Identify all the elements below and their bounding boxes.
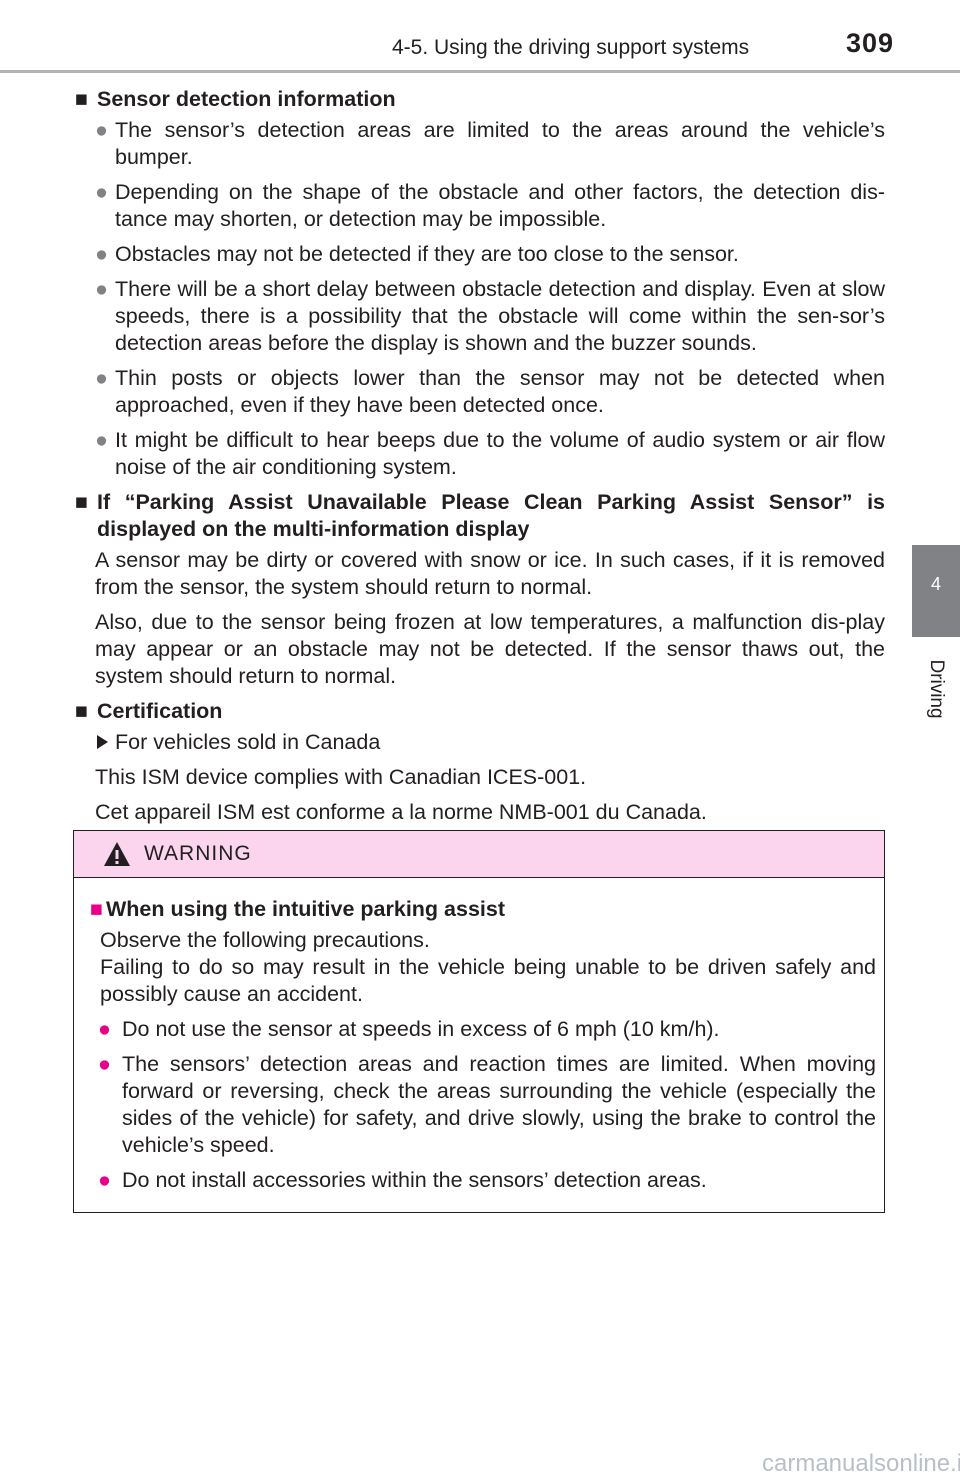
paragraph: A sensor may be dirty or covered with sn… [95,548,885,599]
circle-bullet-icon: ● [98,1017,111,1041]
list-item: ● Obstacles may not be detected if they a… [75,241,885,268]
list-item-text: Depending on the shape of the obstacle a… [115,180,885,231]
warning-body: ■ When using the intuitive parking assis… [90,896,876,1202]
warning-intro-line: Failing to do so may result in the vehic… [100,955,876,1006]
list-item-text: Do not use the sensor at speeds in exces… [122,1017,720,1041]
warning-triangle-icon [104,842,130,866]
arrow-list-item: For vehicles sold in Canada [75,729,885,756]
warning-title: WARNING [144,842,252,865]
list-item: ● The sensor’s detection areas are limite… [75,117,885,171]
list-item-text: The sensor’s detection areas are limited… [115,118,885,169]
section-title: 4-5. Using the driving support systems [392,36,750,59]
warning-heading: ■ When using the intuitive parking assis… [90,896,876,923]
list-item: ● Depending on the shape of the obstacle … [75,179,885,233]
circle-bullet-icon: ● [98,1052,111,1076]
list-item-text: There will be a short delay between obst… [115,277,885,355]
warning-intro: Observe the following precautions. Faili… [90,927,876,1008]
page-header: 4-5. Using the driving support systems 3… [0,0,960,74]
square-bullet-icon: ■ [75,87,88,111]
list-item: ● It might be difficult to hear beeps due… [75,427,885,481]
arrow-right-icon [97,735,108,749]
arrow-item-text: For vehicles sold in Canada [115,730,381,754]
section-heading-text: Certification [97,699,223,723]
warning-list-item: ● The sensors’ detection areas and reacti… [90,1051,876,1159]
circle-bullet-icon: ● [95,366,108,390]
square-bullet-icon: ■ [75,699,88,723]
circle-bullet-icon: ● [95,180,108,204]
section-heading-text: Sensor detection information [97,87,396,111]
warning-heading-text: When using the intuitive parking assist [106,897,505,921]
circle-bullet-icon: ● [98,1168,111,1192]
chapter-number: 4 [930,574,941,594]
page-number: 309 [846,28,895,58]
list-item: ● There will be a short delay between obs… [75,276,885,357]
chapter-label: Driving [898,650,960,726]
warning-list-item: ● Do not use the sensor at speeds in exce… [90,1016,876,1043]
list-item-text: The sensors’ detection areas and reactio… [122,1052,876,1157]
warning-box: WARNING ■ When using the intuitive parki… [73,830,885,1213]
paragraph: This ISM device complies with Canadian I… [95,765,587,789]
chapter-label-text: Driving [926,659,947,719]
list-item-text: Thin posts or objects lower than the sen… [115,366,885,417]
warning-list-item: ● Do not install accessories within the s… [90,1167,876,1194]
paragraph: Also, due to the sensor being frozen at … [95,610,885,688]
list-item: ● Thin posts or objects lower than the se… [75,365,885,419]
section-heading-text: If “Parking Assist Unavailable Please Cl… [97,490,885,541]
warning-intro-line: Observe the following precautions. [100,928,430,952]
section-heading-certification: ■ Certification [75,698,885,725]
warning-header: WARNING [74,831,884,878]
section-heading-sensor: ■ Sensor detection information [75,86,885,113]
square-bullet-icon: ■ [75,490,88,514]
list-item-text: Obstacles may not be detected if they ar… [115,242,739,266]
circle-bullet-icon: ● [95,277,108,301]
watermark-text: carmanualsonline.info [762,1450,960,1477]
section-heading-unavailable: ■ If “Parking Assist Unavailable Please … [75,489,885,543]
list-item-text: It might be difficult to hear beeps due … [115,428,885,479]
circle-bullet-icon: ● [95,118,108,142]
chapter-tab[interactable]: 4 [912,545,960,637]
list-item-text: Do not install accessories within the se… [122,1168,707,1192]
circle-bullet-icon: ● [95,428,108,452]
circle-bullet-icon: ● [95,242,108,266]
square-bullet-icon: ■ [90,897,103,921]
paragraph: Cet appareil ISM est conforme a la norme… [95,800,707,824]
main-content: ■ Sensor detection information ● The sens… [75,86,885,834]
header-divider [0,70,960,73]
